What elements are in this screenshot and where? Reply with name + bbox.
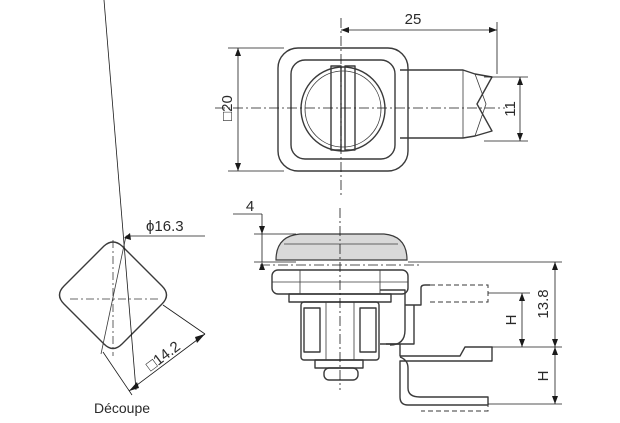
dimension-label-diameter: ϕ16.3 [146, 218, 184, 235]
dimension-diameter-16-3: ϕ16.3 [124, 218, 205, 240]
side-view [260, 208, 493, 412]
dimension-length-25: 25 [341, 11, 498, 74]
dimension-square-20: □20 [219, 47, 284, 172]
dimension-h-lower: H [488, 347, 562, 405]
dimension-label-13-8: 13.8 [535, 289, 552, 318]
dimension-square-14-2: □14.2 [102, 0, 206, 396]
dimension-h-upper: H [488, 292, 530, 347]
dimension-height-13-8: 13.8 [408, 261, 562, 348]
top-view [215, 18, 505, 195]
dimension-thickness-4: 4 [233, 198, 296, 270]
cutout-caption: Découpe [94, 400, 150, 416]
dimension-label-h-upper: H [503, 315, 520, 326]
dimension-label-11: 11 [502, 101, 519, 117]
dimension-label-4: 4 [246, 198, 254, 215]
dimension-label-square-14-2: □14.2 [143, 338, 184, 375]
dimension-label-h-lower: H [535, 371, 552, 382]
dimension-label-25: 25 [405, 11, 422, 28]
dimension-width-11: 11 [484, 76, 528, 142]
cutout-view [58, 235, 168, 356]
dimension-label-square-20: □20 [219, 95, 236, 121]
